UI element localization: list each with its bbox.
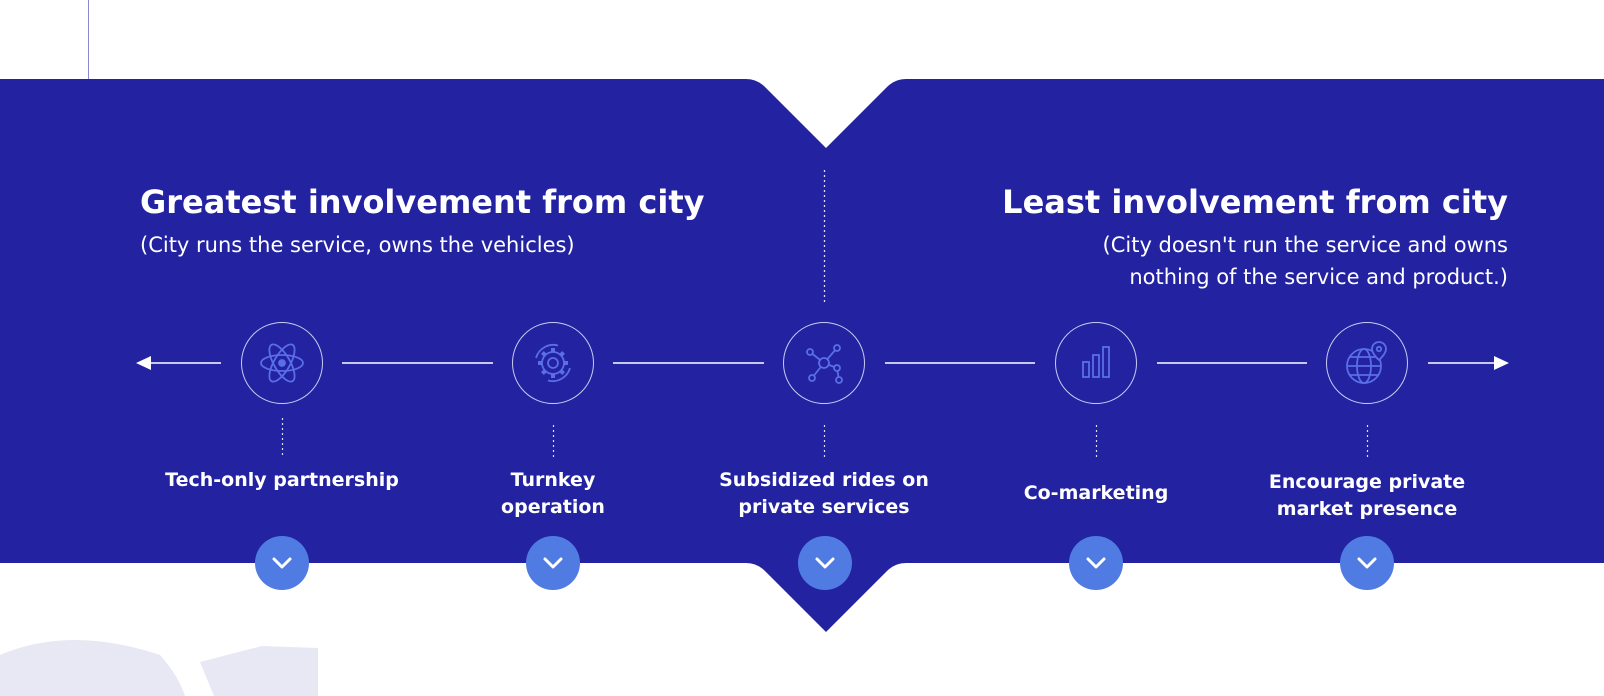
arrow-left-head <box>136 356 151 370</box>
step-turnkey <box>512 322 594 404</box>
greatest-involvement-subtitle: (City runs the service, owns the vehicle… <box>140 233 575 257</box>
expand-co-marketing-button[interactable] <box>1069 536 1123 590</box>
chevron-down-icon <box>815 557 835 569</box>
least-involvement-subtitle: (City doesn't run the service and owns n… <box>1102 233 1508 289</box>
arrow-right-head <box>1494 356 1509 370</box>
expand-turnkey-button[interactable] <box>526 536 580 590</box>
expand-tech-only-button[interactable] <box>255 536 309 590</box>
globe-pin-icon <box>1346 341 1387 384</box>
step-tech-only <box>241 322 323 404</box>
atom-icon <box>260 343 304 383</box>
expand-encourage-private-button[interactable] <box>1340 536 1394 590</box>
step-label-turnkey: Turnkey operation <box>501 469 605 518</box>
gear-icon <box>535 344 571 382</box>
step-label-encourage-private: Encourage private market presence <box>1268 471 1466 520</box>
step-label-co-marketing: Co-marketing <box>1023 482 1169 504</box>
watermark-digit-zero <box>0 640 185 696</box>
step-co-marketing <box>1055 322 1137 404</box>
watermark-digit-one <box>200 646 318 696</box>
greatest-involvement-title: Greatest involvement from city <box>140 183 705 221</box>
bar-chart-icon <box>1082 346 1110 378</box>
chevron-down-icon <box>272 557 292 569</box>
network-icon <box>806 344 843 384</box>
step-label-subsidized-rides: Subsidized rides on private services <box>719 469 929 518</box>
least-involvement-title: Least involvement from city <box>1002 183 1508 221</box>
chevron-down-icon <box>543 557 563 569</box>
step-encourage-private <box>1326 322 1408 404</box>
chevron-down-icon <box>1357 557 1377 569</box>
expand-subsidized-rides-button[interactable] <box>798 536 852 590</box>
chevron-down-icon <box>1086 557 1106 569</box>
step-subsidized-rides <box>783 322 865 404</box>
step-connectors <box>281 418 1369 458</box>
step-label-tech-only: Tech-only partnership <box>165 469 399 491</box>
